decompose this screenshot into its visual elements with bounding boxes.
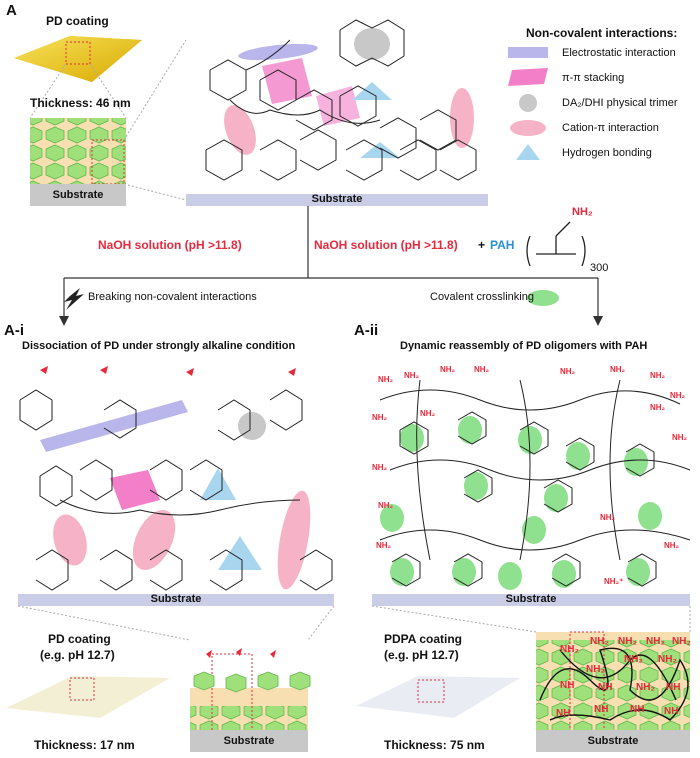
aii-coating-title-1: PDPA coating [384,632,463,646]
svg-text:NH₂: NH₂ [636,682,655,693]
svg-text:NH: NH [560,680,574,691]
svg-text:NH₂: NH₂ [378,375,394,384]
legend-label-trimer: DA₂/DHI physical trimer [562,97,678,109]
svg-text:NH₂: NH₂ [646,636,665,647]
top-molecule-substrate-bar [186,194,488,206]
aii-substrate: Substrate [505,593,557,605]
pah-label: PAH [490,238,515,252]
svg-text:NH₂: NH₂ [586,664,605,675]
svg-text:NH₂: NH₂ [650,371,666,380]
ai-coating-title-2: (e.g. pH 12.7) [40,648,115,662]
svg-text:NH₂: NH₂ [600,513,616,522]
ai-substrate: Substrate [150,593,202,605]
svg-text:NH₂: NH₂ [624,654,643,665]
top-coating-title: PD coating [46,14,109,28]
panel-label-a: A [6,2,17,19]
svg-text:NH₂: NH₂ [440,365,456,374]
left-condition: NaOH solution (pH >11.8) [98,238,242,252]
svg-text:NH₂: NH₂ [404,371,420,380]
plus-sign: + [478,238,486,252]
svg-text:NH₂⁺: NH₂⁺ [604,577,623,586]
left-branch-note: Breaking non-covalent interactions [88,291,257,303]
legend-swatch-hbond [516,144,540,160]
legend-label-cation-pi: Cation-π interaction [562,122,659,134]
aii-thickness: Thickness: 75 nm [384,738,485,752]
svg-text:NH₂: NH₂ [560,367,576,376]
svg-text:NH₂: NH₂ [376,541,392,550]
svg-text:NH₂: NH₂ [672,433,688,442]
svg-text:NH: NH [556,708,570,719]
aii-substrate-bar [372,594,690,606]
svg-text:NH₂: NH₂ [618,636,637,647]
legend-swatch-electrostatic [508,47,548,58]
svg-text:NH₂: NH₂ [650,403,666,412]
svg-text:NH: NH [594,704,608,715]
svg-text:NH₂: NH₂ [610,365,626,374]
svg-text:NH₂: NH₂ [658,654,677,665]
panel-label-ai: A-i [4,322,24,339]
legend-title: Non-covalent interactions: [526,26,678,40]
lightning-icon [64,288,84,310]
aii-bottom-substrate: Substrate [536,730,690,752]
svg-text:NH: NH [664,706,678,717]
ai-title: Dissociation of PD under strongly alkali… [22,340,296,352]
pah-nh2: NH₂ [572,206,593,218]
svg-text:NH: NH [598,682,612,693]
svg-text:NH: NH [666,682,680,693]
ai-substrate-bar [18,594,334,606]
top-thickness: Thickness: 46 nm [30,96,131,110]
top-substrate: Substrate [30,184,126,206]
svg-text:NH₂: NH₂ [372,463,388,472]
svg-text:NH: NH [630,704,644,715]
legend-swatch-pi-stacking [508,68,548,86]
svg-text:NH₂: NH₂ [664,541,680,550]
svg-text:NH₂: NH₂ [372,413,388,422]
legend-label-pi-stacking: π-π stacking [562,72,625,84]
svg-text:NH₂: NH₂ [560,644,579,655]
svg-text:NH₂: NH₂ [420,409,436,418]
svg-text:NH₂: NH₂ [672,636,691,647]
top-molecule-substrate: Substrate [311,193,363,205]
legend-swatch-cation-pi [510,120,546,136]
svg-text:NH₂: NH₂ [378,501,394,510]
right-condition: NaOH solution (pH >11.8) [314,238,458,252]
aii-title: Dynamic reassembly of PD oligomers with … [400,340,648,352]
svg-text:NH₂: NH₂ [670,391,686,400]
panel-label-aii: A-ii [354,322,379,339]
pah-subscript: 300 [590,262,609,274]
ai-thickness: Thickness: 17 nm [34,738,135,752]
legend-label-hbond: Hydrogen bonding [562,147,652,159]
legend-label-electrostatic: Electrostatic interaction [562,47,676,59]
svg-text:NH₂: NH₂ [590,636,609,647]
right-branch-note: Covalent crosslinking [430,291,534,303]
ai-coating-title-1: PD coating [48,632,111,646]
aii-coating-title-2: (e.g. pH 12.7) [384,648,459,662]
legend-swatch-trimer [519,94,537,112]
crosslink-icon [527,290,559,306]
ai-bottom-substrate: Substrate [190,730,308,752]
svg-text:NH₂: NH₂ [474,365,490,374]
